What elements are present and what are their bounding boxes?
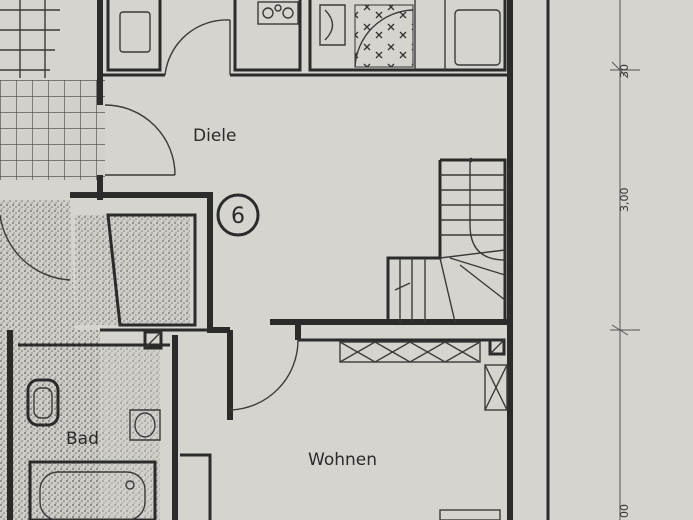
stippled-area-shower xyxy=(75,215,190,325)
shaft-boxes xyxy=(143,330,163,350)
doors xyxy=(0,19,299,411)
bath-fixtures xyxy=(26,378,161,520)
dimension-label-middle: 3,00 xyxy=(618,188,631,213)
unit-marker-circle xyxy=(216,193,260,237)
stairs-top-left xyxy=(0,0,60,78)
room-label-bath: Bad xyxy=(66,429,99,449)
dimension-line xyxy=(610,0,640,520)
unit-marker: 6 xyxy=(231,204,245,229)
room-label-hall: Diele xyxy=(193,126,236,146)
walls xyxy=(7,0,550,520)
dimension-label-top: 30 xyxy=(618,64,631,78)
staircase-inner xyxy=(386,157,507,323)
tiled-floor xyxy=(0,80,105,180)
kitchen-fixtures xyxy=(119,1,501,68)
living-top-fixtures xyxy=(339,338,508,411)
living-furniture xyxy=(439,509,501,520)
dimension-label-bottom: 00 xyxy=(618,504,631,518)
room-label-living: Wohnen xyxy=(308,450,377,470)
